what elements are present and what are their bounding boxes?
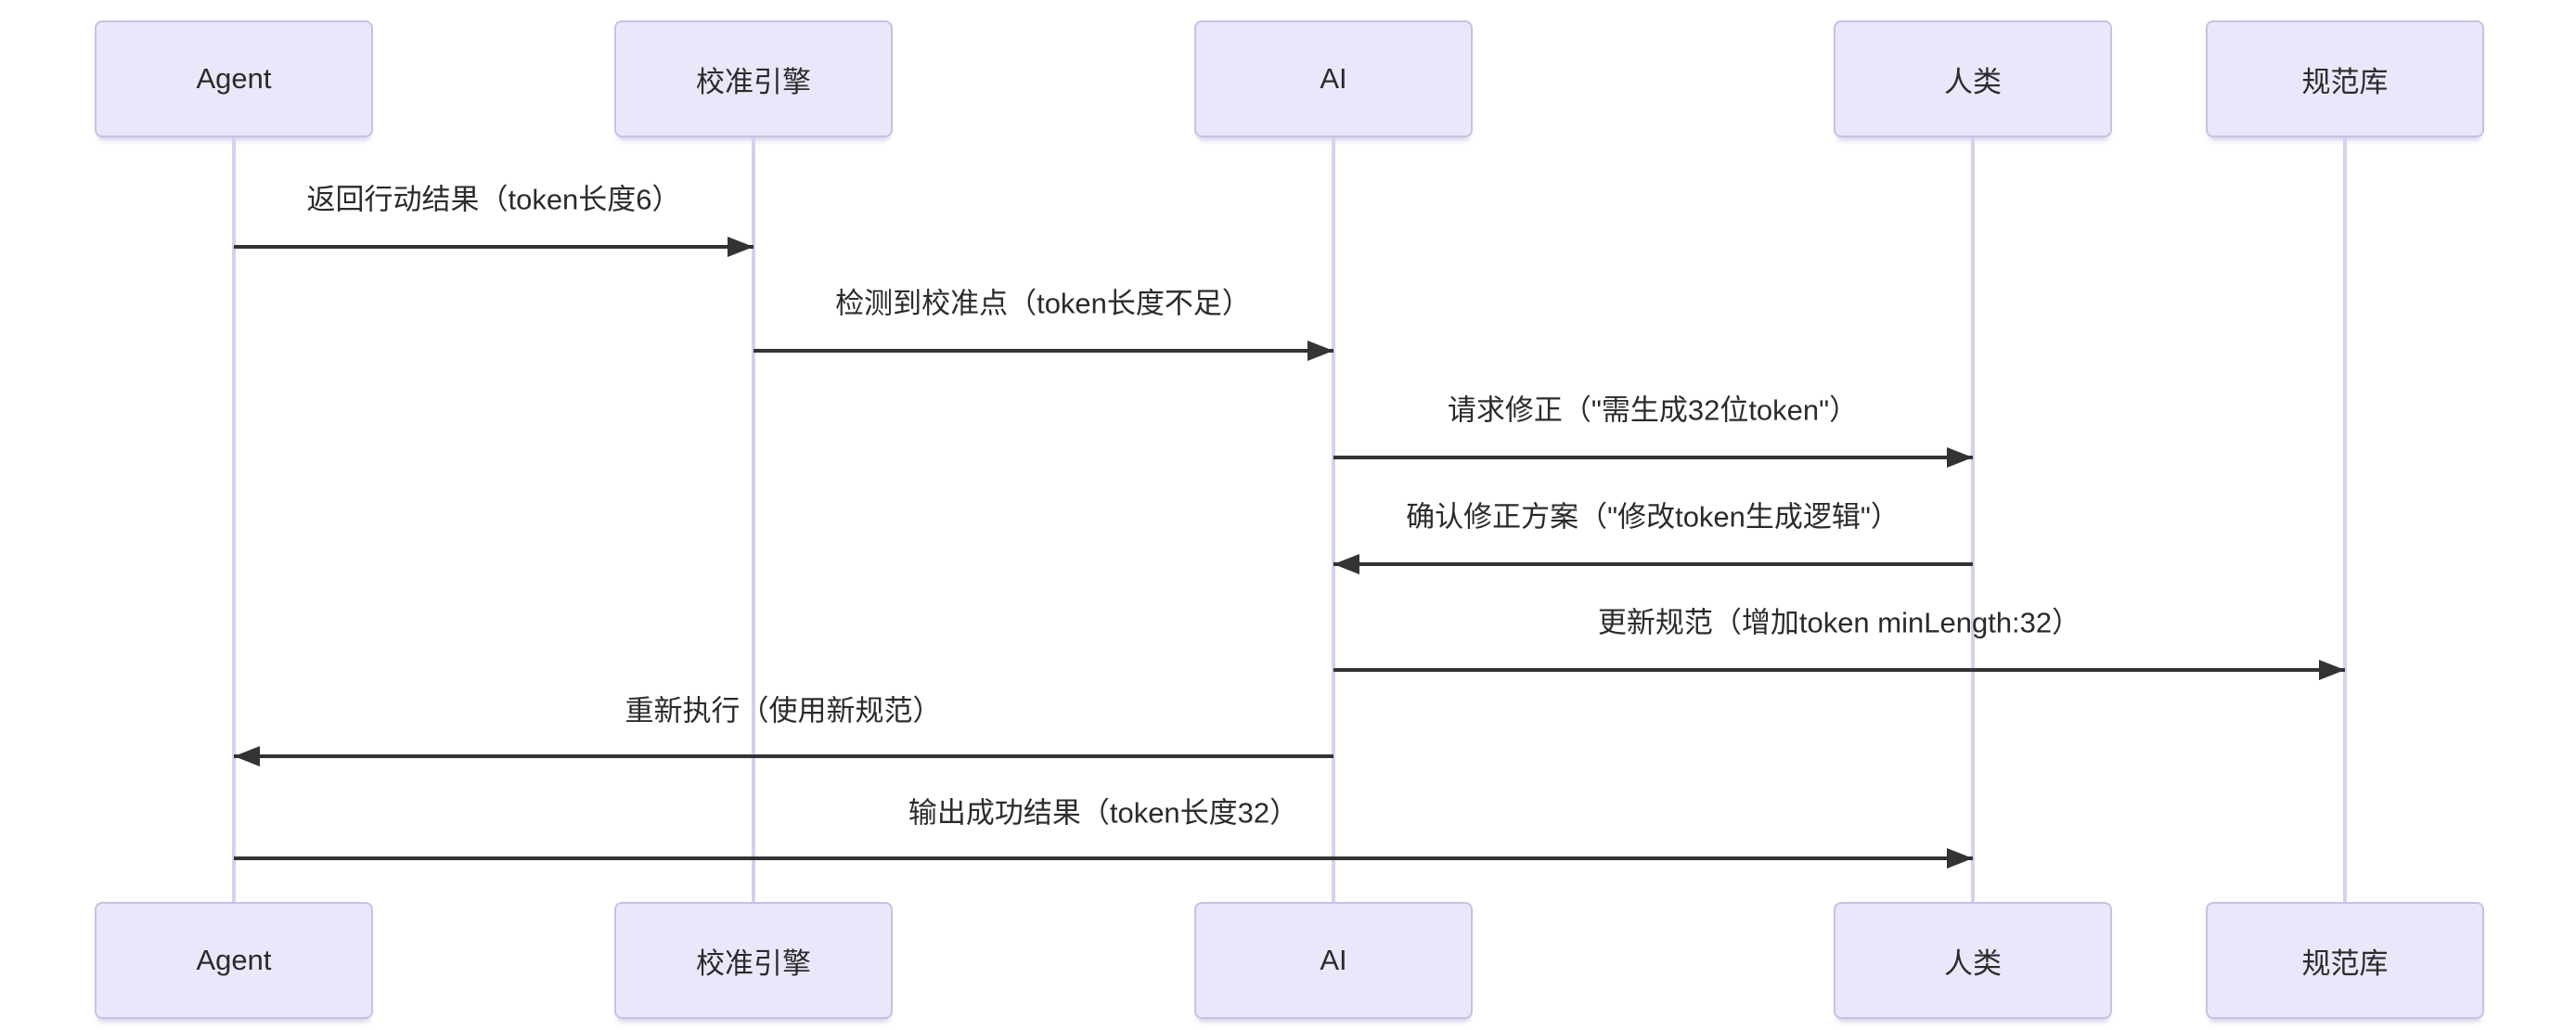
message-6-arrowhead-icon: [234, 746, 260, 766]
message-7-arrowhead-icon: [1947, 848, 1973, 869]
message-1-label: 返回行动结果（token长度6）: [306, 183, 681, 216]
message-4-line: [1333, 562, 1973, 566]
message-1-line: [234, 245, 753, 249]
lifeline-calibration-engine: [752, 137, 755, 902]
message-2-arrowhead-icon: [1307, 341, 1333, 361]
lifeline-ai: [1332, 137, 1335, 902]
message-3-label: 请求修正（"需生成32位token"）: [1447, 393, 1859, 427]
actor-bottom-spec-library: 规范库: [2206, 902, 2484, 1019]
message-6-label: 重新执行（使用新规范）: [625, 694, 942, 727]
actor-top-human: 人类: [1834, 20, 2112, 137]
message-2-label: 检测到校准点（token长度不足）: [835, 287, 1251, 320]
message-5-arrowhead-icon: [2319, 660, 2345, 680]
message-3-arrowhead-icon: [1947, 447, 1973, 468]
actor-bottom-calibration-engine: 校准引擎: [614, 902, 893, 1019]
message-2-line: [753, 349, 1333, 353]
lifeline-human: [1971, 137, 1975, 902]
actor-top-calibration-engine: 校准引擎: [614, 20, 893, 137]
actor-bottom-ai: AI: [1194, 902, 1473, 1019]
actor-bottom-agent: Agent: [95, 902, 373, 1019]
message-4-arrowhead-icon: [1333, 554, 1359, 574]
actor-top-agent: Agent: [95, 20, 373, 137]
lifeline-spec-library: [2343, 137, 2347, 902]
message-5-label: 更新规范（增加token minLength:32）: [1597, 606, 2081, 639]
message-6-line: [234, 754, 1333, 758]
actor-bottom-human: 人类: [1834, 902, 2112, 1019]
lifeline-agent: [232, 137, 236, 902]
message-4-label: 确认修正方案（"修改token生成逻辑"）: [1406, 500, 1900, 534]
message-3-line: [1333, 456, 1973, 459]
actor-top-ai: AI: [1194, 20, 1473, 137]
actor-top-spec-library: 规范库: [2206, 20, 2484, 137]
message-5-line: [1333, 668, 2345, 672]
message-7-label: 输出成功结果（token长度32）: [908, 796, 1299, 830]
message-7-line: [234, 856, 1973, 860]
message-1-arrowhead-icon: [728, 237, 753, 257]
